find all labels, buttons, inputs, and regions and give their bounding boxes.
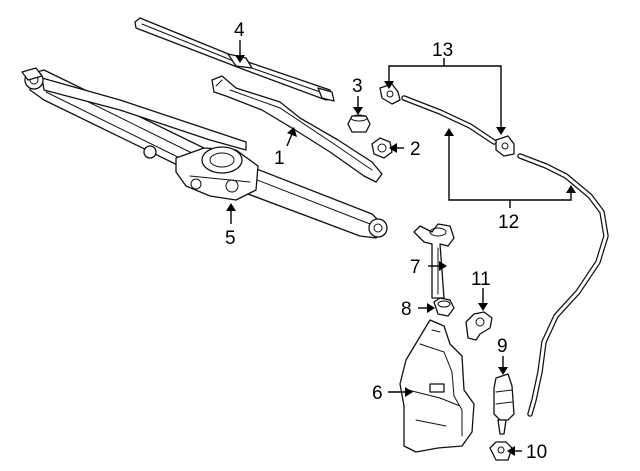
callout-10: 10 [526, 442, 547, 463]
washer-reservoir[interactable] [399, 319, 475, 453]
wiper-linkage-motor[interactable] [21, 67, 388, 239]
callout-11: 11 [471, 269, 491, 290]
callout-8: 8 [401, 299, 412, 320]
callout-3: 3 [352, 76, 363, 97]
callout-4: 4 [234, 20, 245, 41]
arm-nut-cap[interactable] [347, 114, 371, 133]
callout-leaders [226, 40, 576, 456]
arm-nut[interactable] [371, 137, 393, 159]
washer-nozzle-right[interactable] [495, 135, 515, 157]
washer-hose[interactable] [401, 95, 609, 417]
washer-pump[interactable] [493, 373, 515, 435]
callout-9: 9 [497, 336, 508, 357]
callout-7: 7 [410, 257, 421, 278]
reservoir-grommet[interactable] [433, 297, 455, 317]
callout-12: 12 [498, 212, 519, 233]
fluid-level-sensor[interactable] [465, 311, 493, 341]
callout-13: 13 [432, 40, 453, 61]
wiper-arm[interactable] [211, 75, 383, 183]
reservoir-filler-neck[interactable] [413, 223, 455, 299]
callout-1: 1 [274, 148, 285, 169]
callout-5: 5 [225, 228, 236, 249]
callout-2: 2 [410, 139, 421, 160]
callout-6: 6 [372, 383, 383, 404]
